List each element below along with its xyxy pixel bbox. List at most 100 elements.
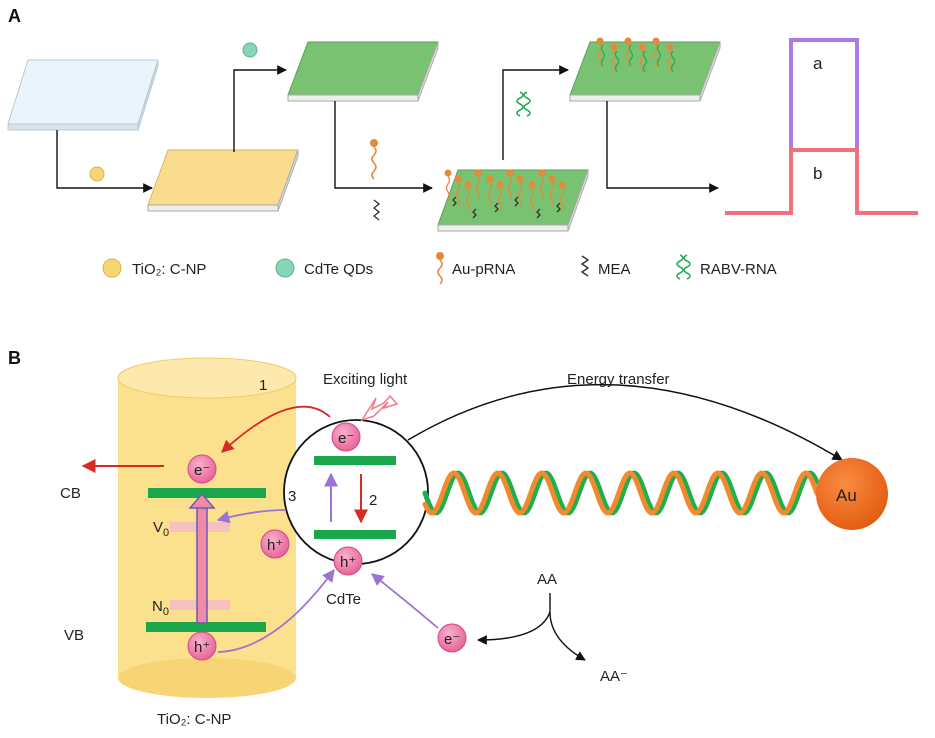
cb-label: CB: [60, 485, 81, 502]
donor-electron-label: e⁻: [444, 631, 460, 648]
dna-rna-helix: [422, 470, 820, 516]
legend-rabv-rna-icon: [676, 254, 691, 280]
probe-strand: [445, 175, 451, 201]
energy-transfer-arrow: [407, 383, 843, 461]
hybrid-target-strand: [670, 50, 676, 73]
electron-transfer-arrow-1: [221, 405, 331, 453]
arrow-to-target-plate: [502, 65, 569, 160]
probe-strand: [517, 181, 523, 207]
tio2-electron-label: e⁻: [194, 462, 210, 479]
hole-transfer-arrow-v0: [216, 509, 287, 524]
probe-strand: [487, 181, 493, 207]
legend-cdte-icon: [275, 258, 295, 278]
tio2-particle-icon: [89, 166, 105, 182]
probe-strand: [559, 187, 565, 213]
hybrid-target-strand: [628, 44, 634, 67]
tio2-electron: [187, 454, 217, 484]
exciting-light-label: Exciting light: [323, 371, 408, 388]
hybrid-target-strand: [656, 44, 662, 67]
probe-au-tip: [474, 169, 482, 177]
au-nanoparticle: [816, 458, 888, 530]
step-3-label: 3: [288, 488, 296, 505]
tio2-valence-band: [146, 622, 266, 632]
probe-au-tip: [496, 181, 504, 189]
probe-au-tip: [528, 181, 536, 189]
helix-strand-green: [422, 470, 820, 516]
hybrid-target-strand: [642, 50, 648, 73]
panel-b-letter: B: [8, 348, 21, 368]
v0-label: V0: [153, 519, 169, 539]
cdte-electron: [331, 422, 361, 452]
probe-strand: [455, 181, 461, 207]
mea-strand: [556, 202, 561, 213]
probe-au-tip: [444, 169, 452, 177]
legend-mea-icon: [580, 255, 590, 277]
tio2-hole-label: h⁺: [194, 639, 210, 656]
helix-strand-orange: [422, 470, 820, 516]
aa-electron-donation-arrow: [477, 611, 551, 645]
n0-label: N0: [152, 598, 169, 618]
probe-strand: [549, 181, 555, 207]
legend-cdte-label: CdTe QDs: [304, 261, 373, 278]
probe-strand: [539, 175, 545, 201]
hybrid-au-tip: [596, 37, 604, 45]
tio2-excitation-arrow: [188, 492, 216, 624]
mea-strand: [494, 202, 499, 213]
tio2-hole: [187, 631, 217, 661]
probe-strand: [497, 187, 503, 213]
cdte-hole: [333, 546, 363, 576]
mea-strand: [536, 208, 541, 219]
cdte-conduction-band: [314, 456, 396, 465]
mea-strand: [472, 208, 477, 219]
hole-transfer-arrow-cdte: [217, 568, 335, 653]
cdte-label: CdTe: [326, 591, 361, 608]
legend-tio2-label: TiO₂: C-NP: [132, 261, 206, 278]
tio2-conduction-band: [148, 488, 266, 498]
legend-au-prna-icon: [436, 252, 444, 285]
cdte-valence-band: [314, 530, 396, 539]
probe-strand: [465, 187, 471, 213]
donor-to-cdte-arrow: [371, 573, 439, 629]
photocurrent-signal: a b: [725, 38, 918, 215]
probe-strand: [507, 175, 513, 201]
hybrid-target-strand: [600, 44, 606, 67]
interface-hole: [260, 529, 290, 559]
plate-rna-hybridized: [569, 37, 721, 102]
interface-hole-label: h⁺: [267, 537, 283, 554]
arrow-to-cdte-plate: [233, 65, 287, 152]
probe-au-tip: [486, 175, 494, 183]
lightning-icon: [360, 394, 399, 422]
plate-bare-substrate: [7, 59, 159, 131]
mea-strand: [514, 196, 519, 207]
probe-au-tip: [538, 169, 546, 177]
plate-tio2-coated: [147, 149, 299, 212]
rabv-rna-icon: [516, 91, 531, 117]
step-2-label: 2: [369, 492, 377, 509]
mea-icon: [372, 199, 381, 221]
legend-mea-label: MEA: [598, 261, 631, 278]
probe-au-tip: [464, 181, 472, 189]
probe-au-tip: [506, 169, 514, 177]
vb-label: VB: [64, 627, 84, 644]
probe-au-tip: [548, 175, 556, 183]
legend-au-prna-label: Au-pRNA: [452, 261, 515, 278]
aa-label: AA: [537, 571, 557, 588]
panel-a-letter: A: [8, 6, 21, 26]
hybrid-au-tip: [652, 37, 660, 45]
au-label: Au: [836, 486, 857, 505]
arrow-to-probe-plate: [334, 101, 433, 193]
cdte-hole-label: h⁺: [340, 554, 356, 571]
cdte-qd-icon: [242, 42, 258, 58]
probe-au-tip: [454, 175, 462, 183]
arrow-to-tio2-plate: [56, 130, 153, 193]
plate-cdte-coated: [287, 41, 439, 102]
arrow-to-signal: [606, 101, 719, 193]
hybrid-au-tip: [610, 43, 618, 51]
legend-rabv-rna-label: RABV-RNA: [700, 261, 777, 278]
signal-label-a: a: [813, 54, 823, 73]
hybrid-au-tip: [638, 43, 646, 51]
signal-trace-b: [725, 148, 918, 215]
aa-minus-label: AA⁻: [600, 668, 628, 685]
cdte-electron-label: e⁻: [338, 430, 354, 447]
signal-trace-a: [789, 38, 859, 212]
